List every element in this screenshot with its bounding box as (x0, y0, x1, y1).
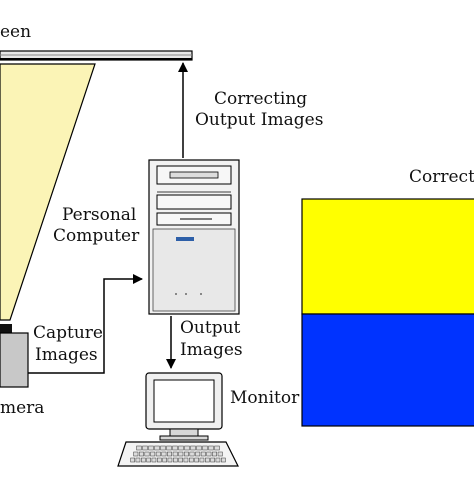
keyboard-key (166, 445, 172, 451)
personal-computer-label-line1: Personal (62, 205, 137, 225)
keyboard-key (141, 457, 146, 463)
keyboard-key (208, 445, 214, 451)
projection-beam (0, 63, 96, 321)
keyboard-key (206, 451, 212, 457)
keyboard-key (173, 457, 178, 463)
keyboard-key (154, 445, 160, 451)
keyboard-key (202, 445, 208, 451)
keyboard-key (172, 445, 178, 451)
capture-images-arrow (28, 274, 143, 374)
keyboard-key (138, 451, 144, 457)
keyboard-key (210, 457, 215, 463)
keyboard-key (214, 445, 220, 451)
keyboard-key (161, 451, 167, 457)
monitor-label: Monitor (230, 388, 300, 408)
keyboard-key (162, 457, 167, 463)
keyboard-key (151, 457, 157, 463)
blue-region (301, 313, 474, 427)
keyboard-key (130, 457, 135, 463)
keyboard-icon (117, 441, 239, 467)
projection-screen (0, 50, 193, 61)
keyboard-key (167, 457, 173, 463)
keyboard-key (146, 457, 151, 463)
keyboard-key (135, 457, 141, 463)
screen-label: een (0, 22, 32, 42)
output-images-label-line1: Output (180, 318, 241, 338)
monitor-icon (145, 372, 223, 441)
keyboard-key (221, 457, 226, 463)
keyboard-key (217, 451, 223, 457)
keyboard-key (183, 451, 189, 457)
yellow-region (301, 198, 474, 315)
keyboard-key (189, 451, 195, 457)
keyboard-key (199, 457, 205, 463)
camera-icon (0, 324, 29, 388)
keyboard-key (172, 451, 178, 457)
keyboard-key (133, 451, 139, 457)
keyboard-key (167, 451, 172, 457)
keyboard-key (183, 457, 189, 463)
camera-label: mera (0, 398, 45, 418)
keyboard-key (178, 445, 184, 451)
keyboard-key (144, 451, 150, 457)
keyboard-key (150, 451, 156, 457)
keyboard-key (194, 457, 199, 463)
keyboard-key (190, 445, 196, 451)
personal-computer-icon (148, 159, 240, 315)
keyboard-key (200, 451, 206, 457)
keyboard-key (196, 445, 202, 451)
keyboard-key (178, 457, 183, 463)
correcting-label-line1: Correcting (214, 89, 308, 109)
keyboard-key (212, 451, 217, 457)
keyboard-key (184, 445, 190, 451)
corrected-label: Correct (409, 167, 474, 187)
keyboard-key (157, 457, 162, 463)
keyboard-key (189, 457, 194, 463)
corrected-output-image (301, 198, 474, 427)
keyboard-key (178, 451, 184, 457)
keyboard-key (142, 445, 148, 451)
keyboard-key (148, 445, 154, 451)
capture-images-label-line2: Images (35, 345, 98, 365)
personal-computer-label-line2: Computer (53, 226, 140, 246)
keyboard-key (160, 445, 166, 451)
capture-images-label-line1: Capture (33, 323, 103, 343)
keyboard-key (205, 457, 210, 463)
keyboard-key (155, 451, 161, 457)
keyboard-key (215, 457, 221, 463)
keyboard-key (136, 445, 142, 451)
correcting-label-line2: Output Images (195, 110, 324, 130)
output-images-label-line2: Images (180, 340, 243, 360)
keyboard-key (195, 451, 201, 457)
